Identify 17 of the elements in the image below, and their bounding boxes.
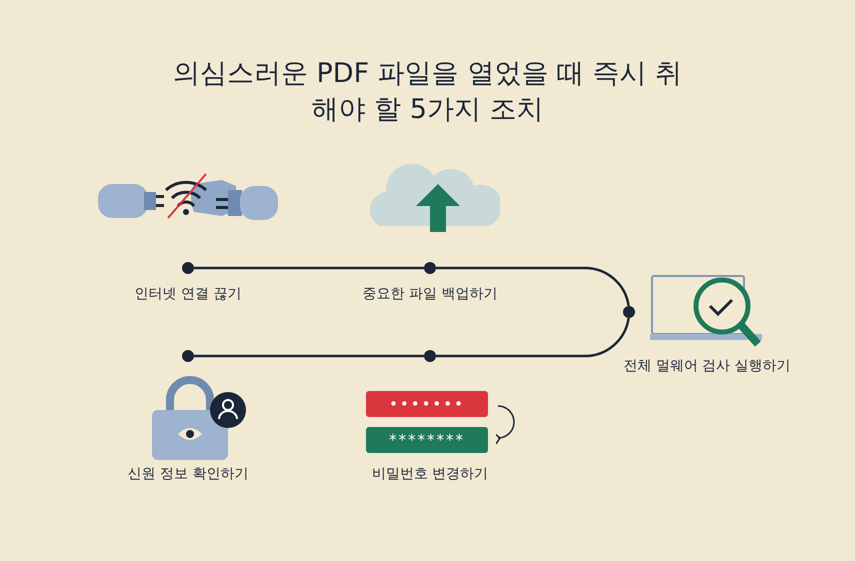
step-dot [424,350,436,362]
path-line [436,318,630,358]
step-label: 신원 정보 확인하기 [128,465,248,483]
step-label: 비밀번호 변경하기 [372,465,488,483]
step-dot [182,350,194,362]
step-label: 전체 멀웨어 검사 실행하기 [623,357,791,375]
path-line [194,354,424,358]
password-field: ••••••• [366,391,488,417]
step-label: 인터넷 연결 끊기 [134,285,242,303]
path-line [194,266,424,270]
step-dot [623,306,635,318]
password-field: ******** [366,427,488,453]
step-label: 중요한 파일 백업하기 [362,285,498,303]
step-dot [424,262,436,274]
path-line [436,266,630,306]
title: 의심스러운 PDF 파일을 열었을 때 즉시 취해야 할 5가지 조치 [172,57,684,127]
step-dot [182,262,194,274]
